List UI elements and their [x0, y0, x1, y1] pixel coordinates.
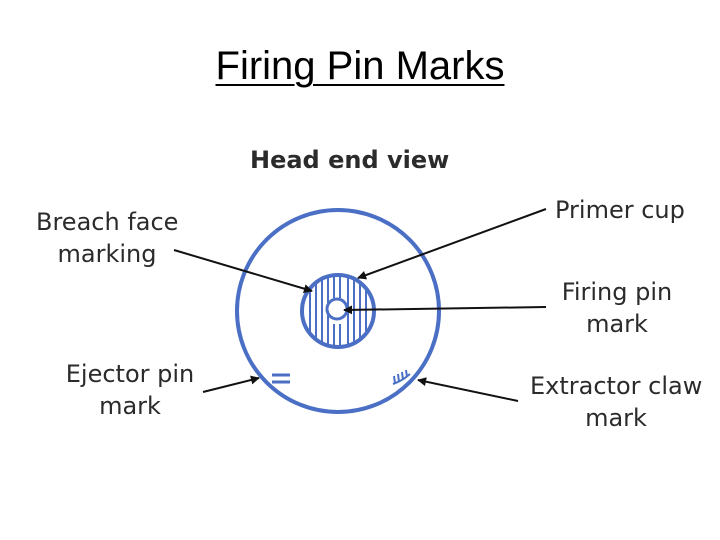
breach-face-arrow [173, 249, 313, 294]
slide-title: Firing Pin Marks [0, 44, 720, 89]
ejector-pin-arrow [202, 375, 260, 393]
primer-cup [300, 273, 376, 349]
cartridge-head-circle [235, 208, 441, 414]
slide-title-text: Firing Pin Marks [215, 44, 505, 88]
label-ejector-pin: Ejector pin mark [65, 360, 195, 420]
label-firing-pin: Firing pin mark [561, 278, 673, 338]
ejector-pin-mark [272, 373, 290, 384]
label-breach-face: Breach face marking [36, 208, 179, 268]
extractor-claw-arrow [417, 377, 519, 402]
diagram-heading: Head end view [250, 146, 450, 174]
label-extractor-claw: Extractor claw mark [530, 372, 703, 432]
label-primer-cup: Primer cup [555, 196, 685, 224]
firing-pin-arrow [343, 305, 547, 315]
primer-cup-arrow [357, 208, 547, 280]
extractor-claw-mark [392, 369, 411, 385]
